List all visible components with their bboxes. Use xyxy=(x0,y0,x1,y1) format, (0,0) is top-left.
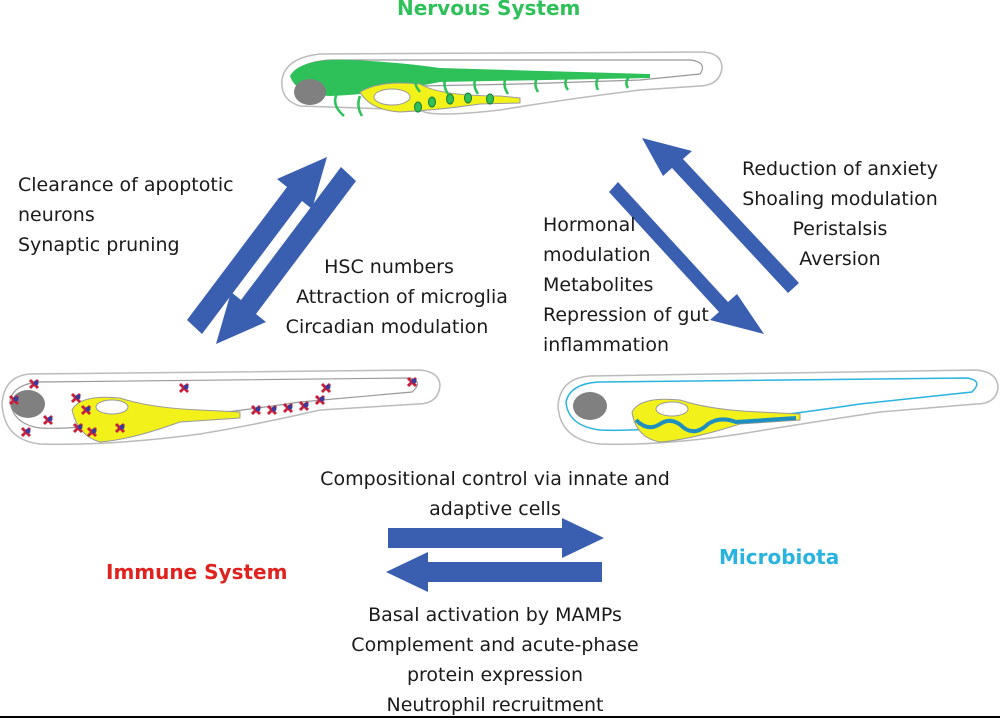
immune-cell-icon xyxy=(250,404,262,416)
immune-cell-icon xyxy=(42,414,54,426)
immune-cell-icon xyxy=(320,382,332,394)
immune-to-microbiota-text: Compositional control via innate and ada… xyxy=(320,468,670,520)
immune-cell-icon xyxy=(20,426,32,438)
arrow-immune-to-nervous xyxy=(187,157,327,334)
immune-system-fish-icon xyxy=(1,369,441,446)
immune-cell-icon xyxy=(266,404,278,416)
immune-cell-icon xyxy=(80,404,92,416)
immune-cell-icon xyxy=(406,376,418,388)
immune-to-nervous-text: HSC numbers Attraction of microglia Circ… xyxy=(285,256,508,338)
immune-cell-icon xyxy=(8,394,20,406)
arrow-nervous-to-microbiota xyxy=(609,182,764,334)
arrow-nervous-to-immune xyxy=(216,167,356,344)
immune-cell-icon xyxy=(314,394,326,406)
nervous-to-immune-text: Clearance of apoptotic neurons Synaptic … xyxy=(18,174,234,256)
arrow-microbiota-to-nervous xyxy=(642,138,799,293)
bottom-divider xyxy=(0,716,1000,718)
microbiota-heading: Microbiota xyxy=(719,545,840,569)
immune-cell-icon xyxy=(178,382,190,394)
nervous-system-fish-icon xyxy=(281,51,723,117)
immune-cell-icon xyxy=(282,402,294,414)
immune-cell-icon xyxy=(28,378,40,390)
microbiota-to-immune-text: Basal activation by MAMPs Complement and… xyxy=(351,604,639,716)
immune-cell-icon xyxy=(298,400,310,412)
immune-system-heading: Immune System xyxy=(106,560,288,584)
microbiota-to-nervous-text: Reduction of anxiety Shoaling modulation… xyxy=(742,158,938,270)
immune-cell-icon xyxy=(114,422,126,434)
immune-cell-icon xyxy=(72,422,84,434)
microbiota-fish-icon xyxy=(557,369,999,446)
immune-cell-icon xyxy=(70,392,82,404)
nervous-system-heading: Nervous System xyxy=(397,0,581,20)
arrow-microbiota-to-immune xyxy=(386,552,602,592)
immune-cell-icon xyxy=(86,426,98,438)
arrow-immune-to-microbiota xyxy=(388,518,604,558)
nervous-to-microbiota-text: Hormonal modulation Metabolites Repressi… xyxy=(543,214,709,356)
